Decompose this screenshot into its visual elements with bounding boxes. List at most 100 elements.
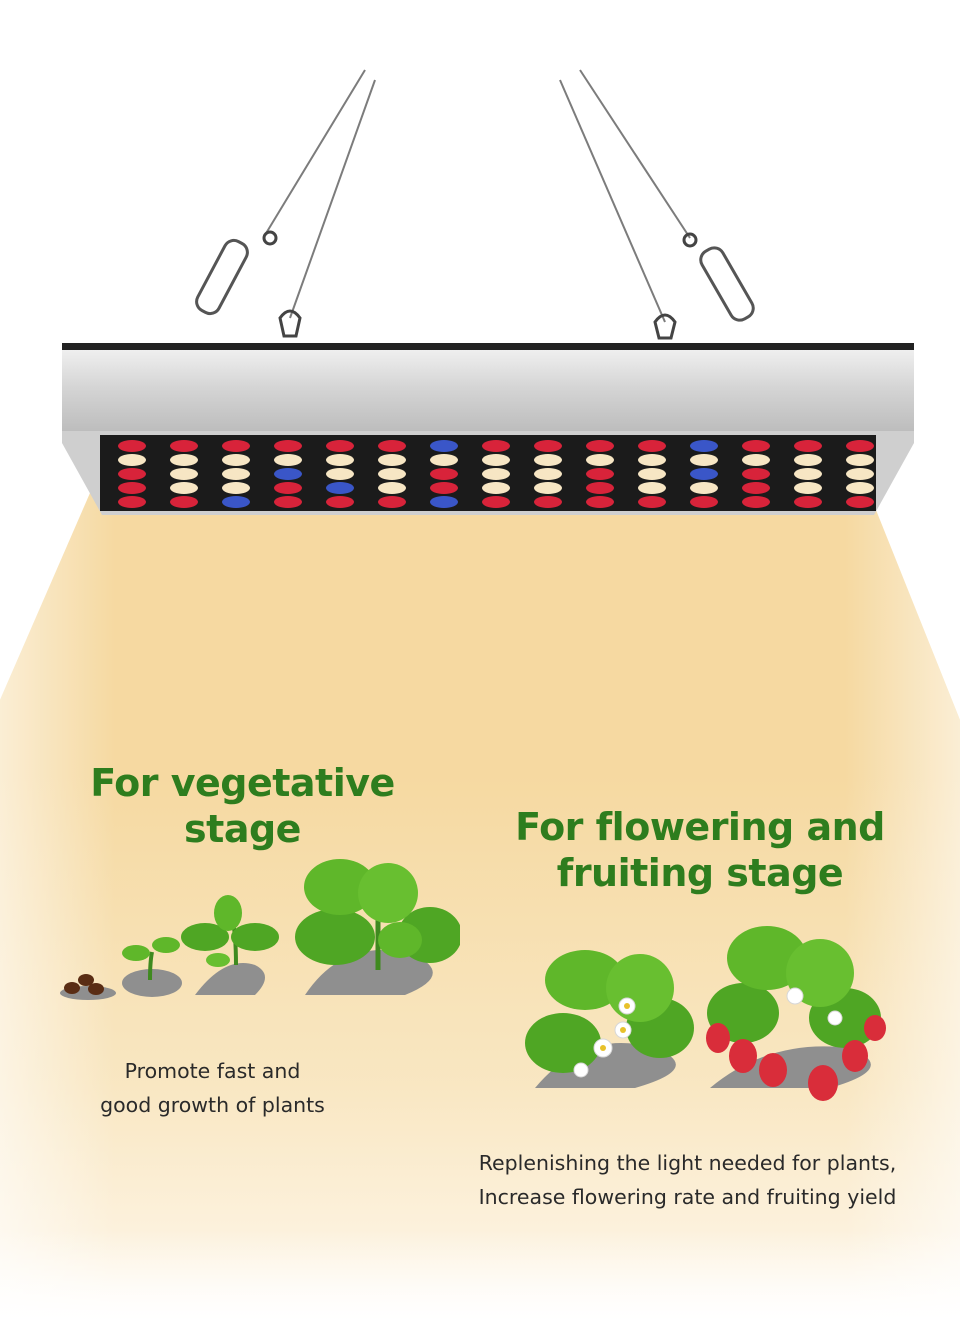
led-bead (378, 468, 406, 480)
led-bead (430, 454, 458, 466)
vegetative-growth-illustration (60, 859, 460, 1000)
flowering-description-line: Increase flowering rate and fruiting yie… (478, 1185, 897, 1210)
led-bead (118, 440, 146, 452)
bottom-fade (0, 1230, 960, 1344)
led-bead (326, 454, 354, 466)
led-grow-light-panel (62, 343, 914, 515)
seed-icon (60, 974, 116, 1000)
led-bead (742, 468, 770, 480)
led-bead (274, 496, 302, 508)
led-bead (378, 440, 406, 452)
led-bead (430, 440, 458, 452)
led-bead (690, 482, 718, 494)
seedling-icon (181, 895, 279, 995)
led-bead (430, 482, 458, 494)
flowering-fruiting-illustration (525, 926, 886, 1101)
led-bead (118, 468, 146, 480)
led-bead (534, 468, 562, 480)
vegetative-description-line: Promote fast and (124, 1059, 301, 1083)
led-bead (222, 440, 250, 452)
led-bead (846, 454, 874, 466)
flowering-stage-description: Replenishing the light needed for plants… (450, 1146, 925, 1215)
led-bead (742, 482, 770, 494)
led-bead (638, 496, 666, 508)
led-bead (326, 496, 354, 508)
led-bead (482, 468, 510, 480)
led-bead (846, 496, 874, 508)
led-bead (170, 482, 198, 494)
vegetative-description-line: good growth of plants (100, 1093, 325, 1118)
vegetative-stage-title: For vegetative stage (40, 760, 445, 853)
led-bead (846, 468, 874, 480)
led-bead (170, 496, 198, 508)
led-bead (222, 496, 250, 508)
led-bead (534, 496, 562, 508)
led-bead (586, 482, 614, 494)
led-bead (794, 496, 822, 508)
led-bead (638, 440, 666, 452)
led-bead (742, 440, 770, 452)
led-bead (586, 440, 614, 452)
led-bead (378, 496, 406, 508)
led-bead (274, 468, 302, 480)
led-bead (378, 482, 406, 494)
led-bead (274, 482, 302, 494)
flowering-stage-title: For flowering and fruiting stage (500, 804, 900, 897)
carabiner-icon (195, 238, 755, 322)
led-array (118, 440, 874, 508)
led-bead (794, 454, 822, 466)
led-bead (430, 468, 458, 480)
led-bead (274, 454, 302, 466)
led-bead (586, 496, 614, 508)
led-bead (846, 440, 874, 452)
led-bead (430, 496, 458, 508)
led-bead (794, 482, 822, 494)
led-bead (586, 454, 614, 466)
led-bead (846, 482, 874, 494)
led-bead (742, 454, 770, 466)
flowering-description-line: Replenishing the light needed for plants… (478, 1151, 897, 1175)
led-bead (586, 468, 614, 480)
led-bead (638, 454, 666, 466)
led-bead (690, 496, 718, 508)
led-bead (482, 496, 510, 508)
led-bead (794, 440, 822, 452)
led-bead (222, 482, 250, 494)
led-bead (534, 482, 562, 494)
led-bead (118, 482, 146, 494)
led-bead (638, 468, 666, 480)
flowering-title-line: fruiting stage (556, 851, 844, 896)
led-bead (690, 440, 718, 452)
plant-icon (295, 859, 460, 995)
led-bead (482, 454, 510, 466)
led-bead (326, 482, 354, 494)
vegetative-stage-description: Promote fast and good growth of plants (40, 1054, 385, 1123)
led-bead (118, 454, 146, 466)
vegetative-title-line: For vegetative stage (90, 761, 395, 852)
led-bead (534, 440, 562, 452)
suspension-wires (195, 69, 755, 340)
led-bead (222, 468, 250, 480)
led-bead (326, 468, 354, 480)
strawberry-plant-icon (706, 926, 886, 1101)
flowering-plant-icon (525, 950, 694, 1088)
led-bead (690, 468, 718, 480)
led-bead (482, 482, 510, 494)
led-bead (638, 482, 666, 494)
led-bead (118, 496, 146, 508)
led-bead (170, 454, 198, 466)
led-bead (482, 440, 510, 452)
led-bead (170, 440, 198, 452)
led-bead (794, 468, 822, 480)
sprout-icon (122, 937, 182, 997)
flowering-title-line: For flowering and (515, 805, 885, 849)
led-bead (534, 454, 562, 466)
led-bead (326, 440, 354, 452)
led-bead (274, 440, 302, 452)
led-bead (378, 454, 406, 466)
led-bead (170, 468, 198, 480)
led-bead (222, 454, 250, 466)
led-bead (690, 454, 718, 466)
